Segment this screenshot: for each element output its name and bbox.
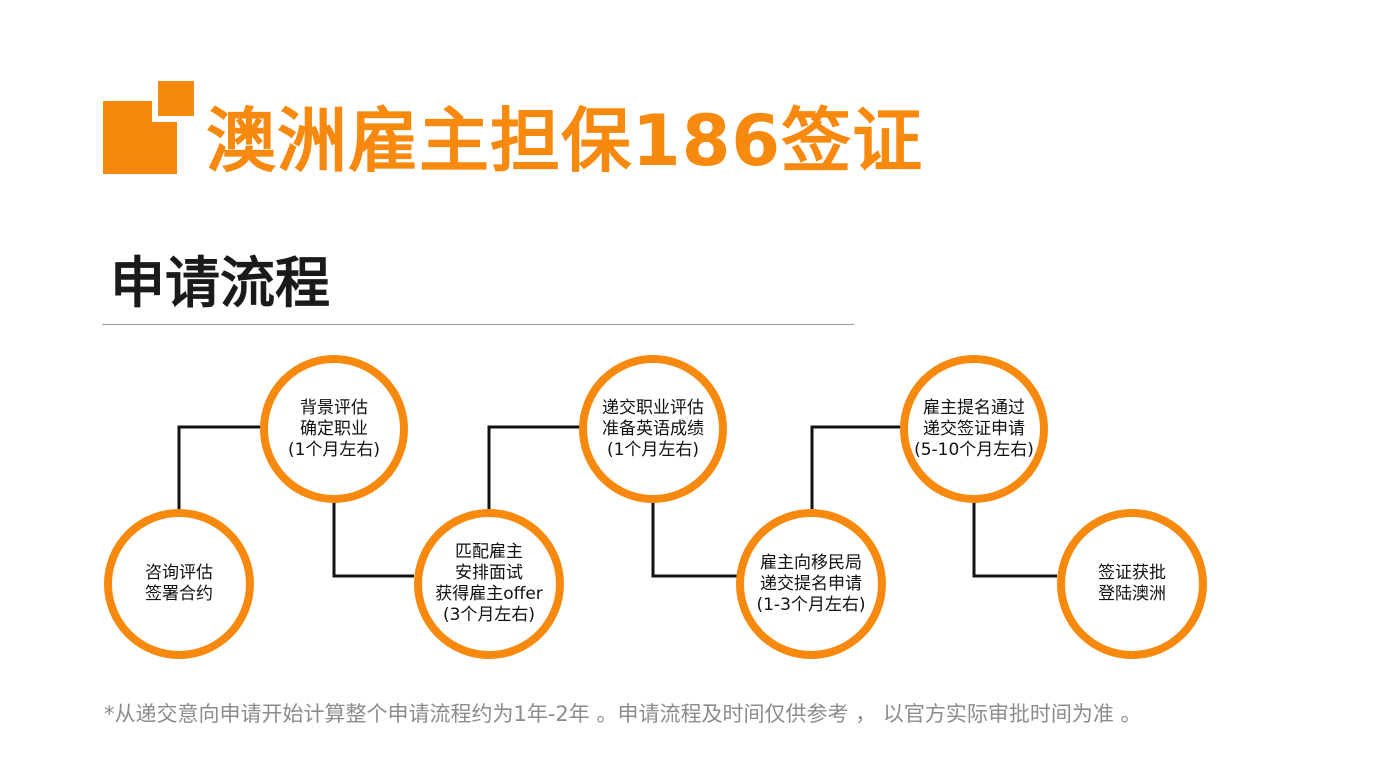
step-line: 签证获批	[1098, 563, 1166, 583]
connector-6-7	[972, 503, 1057, 578]
connector-4-5	[651, 503, 738, 578]
connector-2-3	[332, 503, 414, 578]
step-employer-matching: 匹配雇主 安排面试 获得雇主offer (3个月左右)	[414, 509, 564, 659]
step-visa-granted: 签证获批 登陆澳洲	[1057, 509, 1207, 659]
disclaimer-footnote: *从递交意向申请开始计算整个申请流程约为1年-2年 。申请流程及时间仅供参考 ，…	[104, 702, 1142, 726]
step-line: 雇主向移民局	[760, 552, 862, 573]
step-line: 递交提名申请	[760, 573, 862, 594]
step-line: 签署合约	[145, 584, 213, 604]
section-title: 申请流程	[110, 251, 331, 315]
step-line: 匹配雇主	[455, 542, 523, 562]
step-employer-nomination: 雇主向移民局 递交提名申请 (1-3个月左右)	[736, 509, 886, 659]
step-background-assessment: 背景评估 确定职业 (1个月左右)	[260, 355, 408, 503]
step-line: (1个月左右)	[606, 439, 700, 460]
step-line: 获得雇主offer	[435, 584, 543, 604]
step-line: 登陆澳洲	[1098, 584, 1166, 604]
connector-5-6	[810, 425, 906, 509]
step-visa-application: 雇主提名通过 递交签证申请 (5-10个月左右)	[900, 355, 1048, 503]
step-line: (5-10个月左右)	[914, 439, 1034, 460]
step-line: 背景评估	[300, 397, 368, 418]
section-divider	[102, 324, 854, 325]
step-line: 递交职业评估	[602, 397, 704, 418]
page-title: 澳洲雇主担保186签证	[206, 100, 924, 182]
step-line: 咨询评估	[145, 563, 213, 583]
step-line: 雇主提名通过	[923, 397, 1025, 418]
step-line: 确定职业	[300, 418, 368, 439]
connector-1-2	[177, 425, 264, 509]
step-line: (3个月左右)	[442, 605, 536, 625]
step-line: 准备英语成绩	[602, 418, 704, 439]
step-line: 递交签证申请	[923, 418, 1025, 439]
step-line: 安排面试	[455, 563, 523, 583]
step-consultation: 咨询评估 签署合约	[104, 509, 254, 659]
step-line: (1-3个月左右)	[756, 594, 866, 615]
connector-3-4	[487, 425, 581, 509]
logo-small-square	[152, 81, 194, 122]
step-line: (1个月左右)	[287, 439, 381, 460]
step-skills-assessment: 递交职业评估 准备英语成绩 (1个月左右)	[579, 355, 727, 503]
brand-logo-mark	[0, 0, 200, 200]
